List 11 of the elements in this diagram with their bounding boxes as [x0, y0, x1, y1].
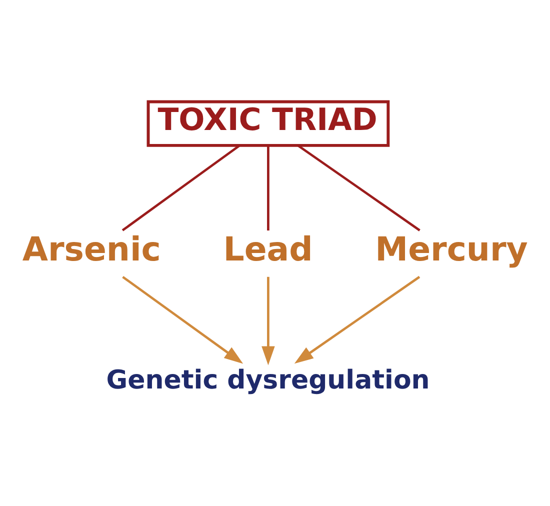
- arrow: [294, 276, 420, 364]
- node-text: Lead: [223, 230, 313, 269]
- arrow: [122, 276, 244, 364]
- node-text: Arsenic: [22, 230, 161, 269]
- node-box: TOXIC TRIAD: [146, 100, 390, 147]
- node-text: Genetic dysregulation: [106, 365, 430, 396]
- connector: [297, 144, 420, 232]
- arrow: [262, 276, 275, 366]
- node-text: Mercury: [375, 230, 528, 269]
- connector: [267, 146, 270, 230]
- connector: [122, 144, 240, 232]
